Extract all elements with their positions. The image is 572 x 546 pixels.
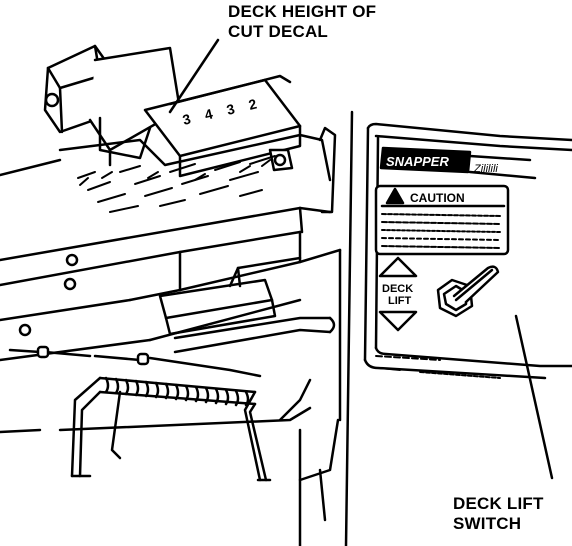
decal-number-1: 3 (181, 110, 193, 127)
decal-leader-line (168, 38, 220, 114)
caution-title: CAUTION (410, 191, 465, 205)
deck-lift-toggle-switch (436, 265, 500, 318)
deck-up-arrow (378, 256, 418, 278)
decal-number-4: 2 (247, 95, 259, 112)
deck-lift-switch-callout: DECK LIFT SWITCH (453, 494, 544, 534)
brand-script: Zililili (473, 163, 498, 175)
deck-top (0, 126, 342, 422)
brand-logo: SNAPPER (386, 154, 449, 169)
decal-numbers: 3 4 3 2 (181, 95, 259, 127)
control-panel (363, 122, 572, 380)
lift-linkage (8, 256, 336, 378)
decal-number-3: 3 (225, 100, 237, 117)
height-adjust-handle (43, 44, 302, 178)
deck-spring-assembly (0, 376, 340, 546)
deck-down-arrow (378, 310, 418, 332)
diamond-plate-texture (77, 155, 276, 213)
deck-height-decal-callout: DECK HEIGHT OF CUT DECAL (228, 2, 376, 42)
panel-divider (344, 110, 354, 546)
callout-line-2: CUT DECAL (228, 22, 329, 41)
decal-number-2: 4 (203, 105, 215, 122)
callout-line-1: DECK HEIGHT OF (228, 2, 377, 21)
deck-lift-label-line2: LIFT (388, 295, 411, 307)
callout-line-1: DECK LIFT (453, 494, 544, 513)
callout-line-2: SWITCH (453, 514, 522, 533)
deck-lift-label-line1: DECK (382, 283, 413, 295)
switch-leader-line (514, 314, 554, 480)
